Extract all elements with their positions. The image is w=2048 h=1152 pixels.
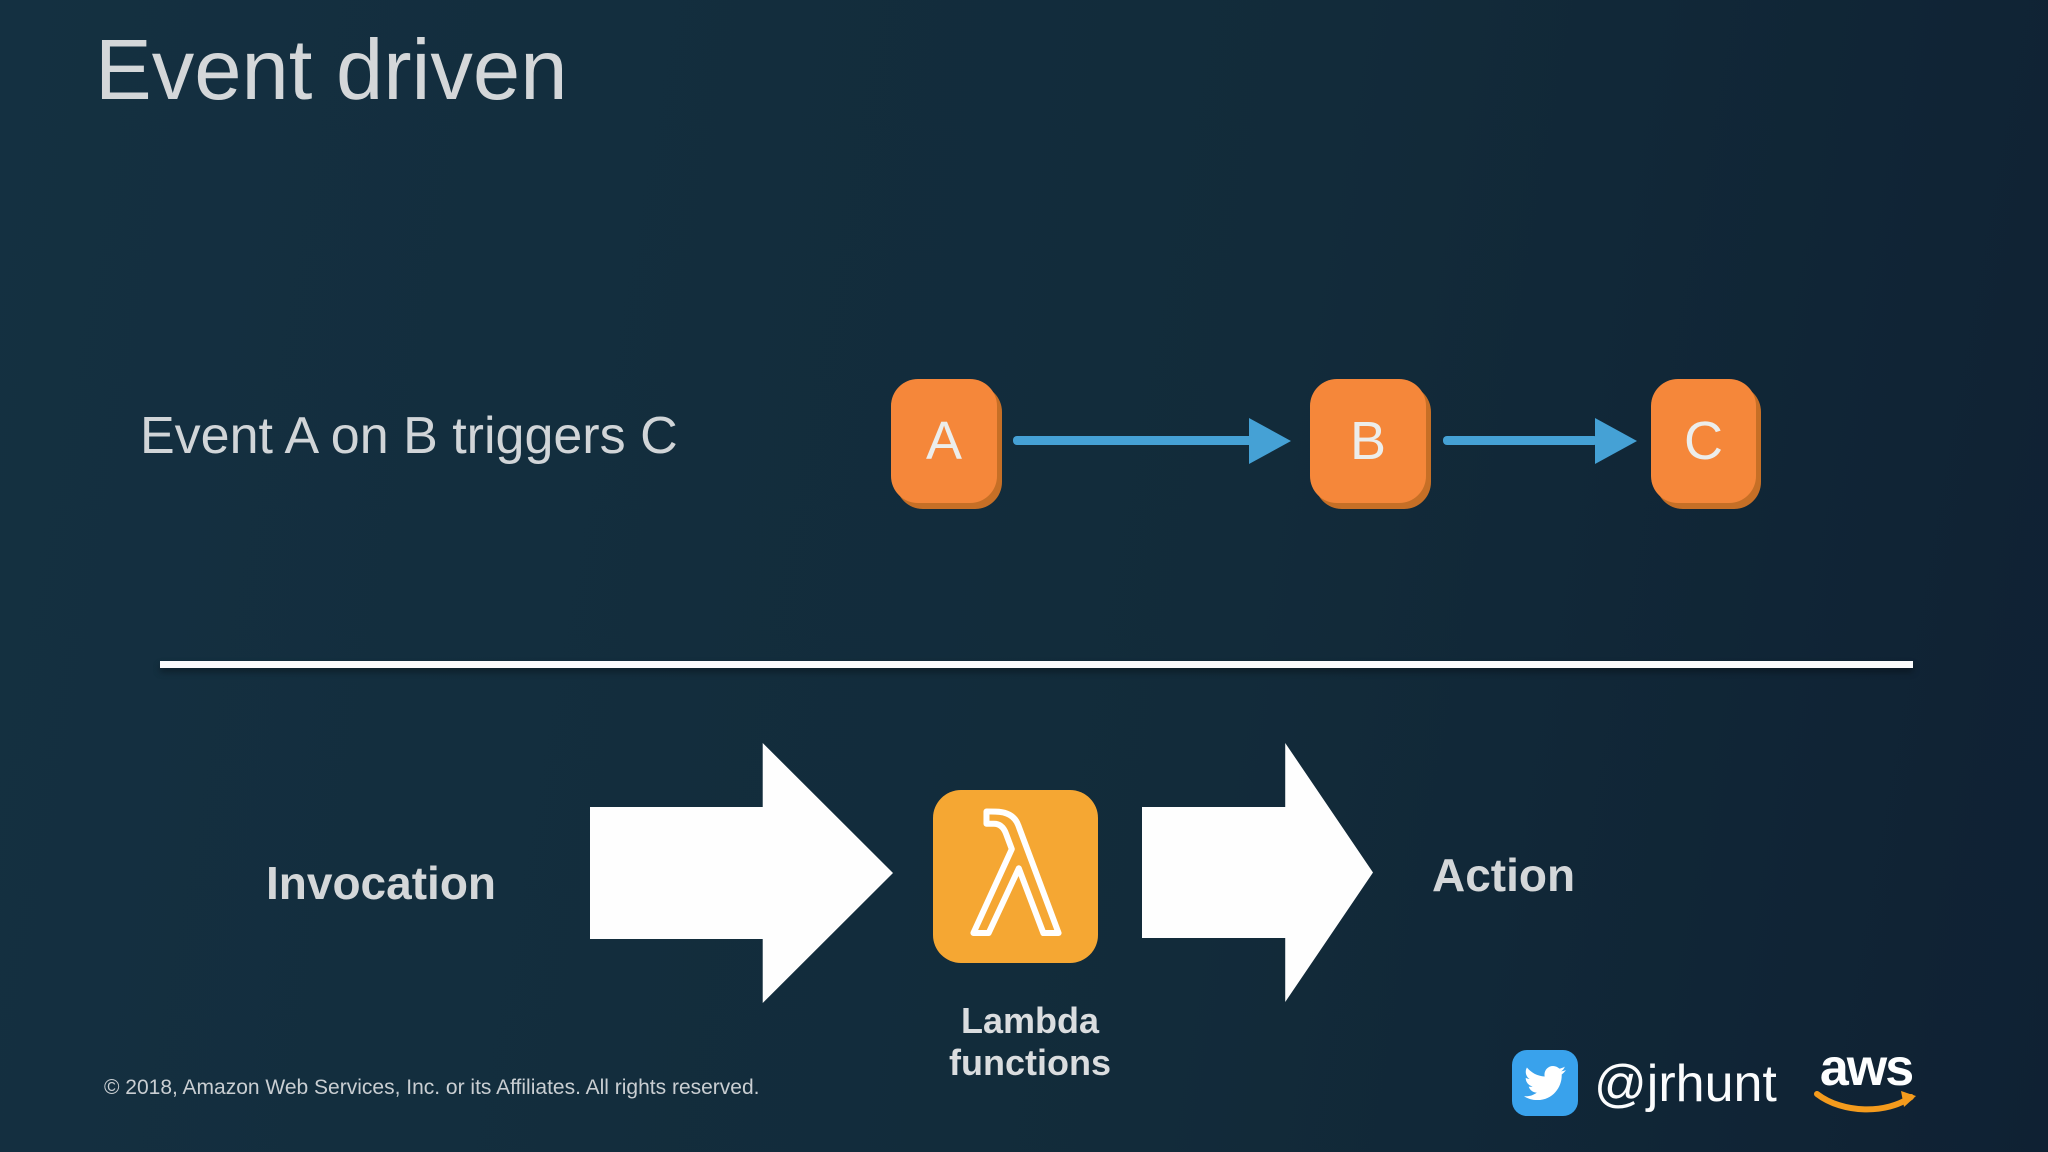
event-node-a-label: A xyxy=(925,411,963,471)
twitter-handle: @jrhunt xyxy=(1594,1055,1777,1113)
flow-arrow-a-b-head-icon xyxy=(1249,418,1291,464)
event-flow-label: Event A on B triggers C xyxy=(140,407,678,465)
lambda-glyph-icon: λ xyxy=(965,797,1066,957)
event-node-c: C xyxy=(1651,379,1756,503)
lambda-caption: Lambda functions xyxy=(949,1000,1111,1083)
copyright-text: © 2018, Amazon Web Services, Inc. or its… xyxy=(104,1076,760,1099)
lambda-icon: λ xyxy=(933,790,1098,963)
slide-title: Event driven xyxy=(95,23,568,118)
flow-arrow-a-b-line xyxy=(1013,436,1253,445)
block-arrow-right-icon xyxy=(1142,743,1373,1002)
invocation-label: Invocation xyxy=(266,857,497,909)
event-node-b-label: B xyxy=(1349,411,1387,471)
aws-logo: aws xyxy=(1810,1042,1922,1118)
event-node-b: B xyxy=(1310,379,1426,503)
section-divider xyxy=(160,661,1913,668)
lambda-symbol: λ xyxy=(968,797,1063,957)
event-node-c-label: C xyxy=(1684,411,1723,471)
twitter-icon xyxy=(1512,1050,1578,1116)
flow-arrow-b-c-line xyxy=(1443,436,1598,445)
aws-logo-text: aws xyxy=(1819,1039,1914,1097)
event-node-a: A xyxy=(891,379,997,503)
block-arrow-left-icon xyxy=(590,743,893,1003)
flow-arrow-b-c-head-icon xyxy=(1595,418,1637,464)
aws-smile-icon xyxy=(1814,1091,1916,1113)
twitter-bird-icon xyxy=(1524,1065,1566,1101)
action-label: Action xyxy=(1432,849,1576,901)
